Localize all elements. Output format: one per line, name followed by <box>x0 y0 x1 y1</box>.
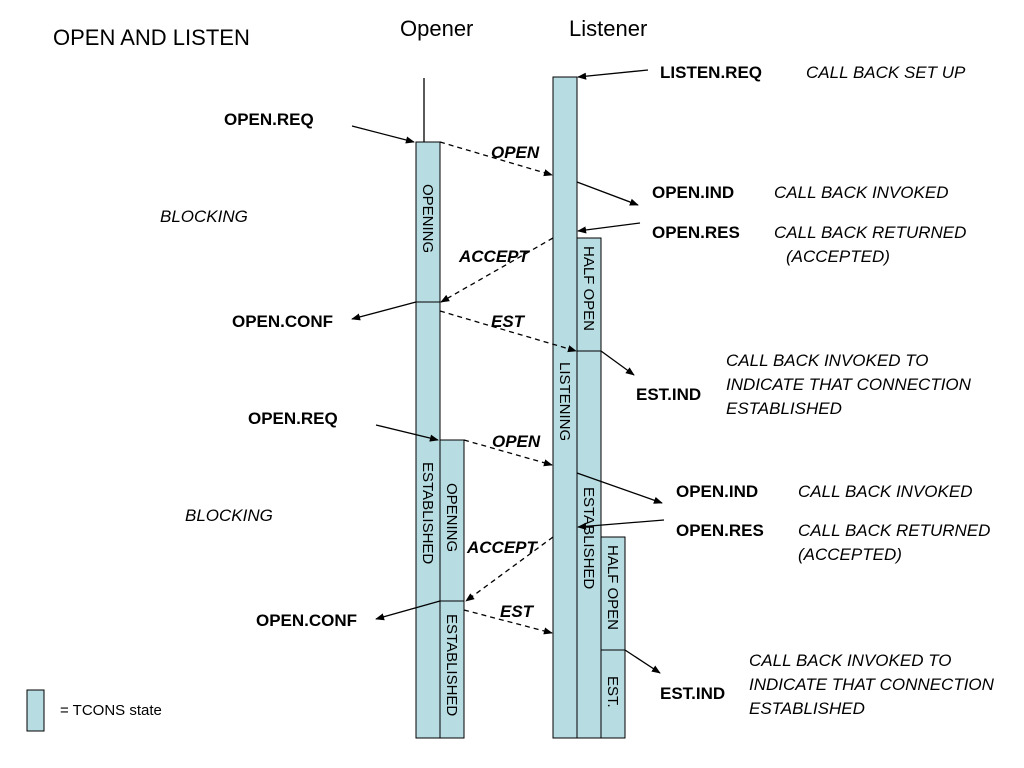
est-ind-1-label: EST.IND <box>636 385 701 404</box>
state-box-established-a <box>415 301 441 739</box>
callback-returned-2-note: CALL BACK RETURNED <box>798 521 990 540</box>
open-ind-2-label: OPEN.IND <box>676 482 758 501</box>
est-ind-1-arrow <box>600 350 635 376</box>
open-res-2-arrow <box>577 519 665 530</box>
accept-message-2-arrow <box>465 536 554 602</box>
legend-label: = TCONS state <box>60 702 162 719</box>
state-label-opening-1: OPENING <box>419 184 436 253</box>
open-message-2-arrow <box>463 439 553 467</box>
est-ind-2-label: EST.IND <box>660 684 725 703</box>
est-2-note-line-1: CALL BACK INVOKED TO <box>749 651 952 670</box>
open-message-2-label: OPEN <box>492 432 541 451</box>
open-conf-2-arrow <box>375 600 441 621</box>
open-res-2-label: OPEN.RES <box>676 521 764 540</box>
callback-invoked-2-note: CALL BACK INVOKED <box>798 482 972 501</box>
open-conf-2-label: OPEN.CONF <box>256 611 357 630</box>
state-label-established-c: ESTABLISHED <box>580 487 597 589</box>
accept-message-1-label: ACCEPT <box>458 247 531 266</box>
callback-returned-2-accepted: (ACCEPTED) <box>798 545 902 564</box>
blocking-2-note: BLOCKING <box>185 506 273 525</box>
blocking-1-note: BLOCKING <box>160 207 248 226</box>
open-conf-1-arrow <box>351 301 417 321</box>
state-label-opening-2: OPENING <box>443 483 460 552</box>
legend-swatch <box>26 689 45 732</box>
est-1-note-line-2: INDICATE THAT CONNECTION <box>726 375 972 394</box>
opener-column-heading: Opener <box>400 16 473 41</box>
listen-callback-note: CALL BACK SET UP <box>806 63 966 82</box>
open-res-1-arrow <box>577 222 641 234</box>
est-1-note-line-1: CALL BACK INVOKED TO <box>726 351 929 370</box>
page-title: OPEN AND LISTEN <box>53 25 250 50</box>
open-ind-1-label: OPEN.IND <box>652 183 734 202</box>
est-ind-2-arrow <box>624 649 661 674</box>
state-box-half-open-2 <box>600 536 626 651</box>
state-label-listening: LISTENING <box>556 362 573 441</box>
callback-returned-1-accepted: (ACCEPTED) <box>786 247 890 266</box>
est-message-1-arrow <box>439 310 577 353</box>
open-conf-1-label: OPEN.CONF <box>232 312 333 331</box>
accept-message-1-arrow <box>440 237 554 303</box>
open-res-1-label: OPEN.RES <box>652 223 740 242</box>
state-label-established-b: ESTABLISHED <box>443 614 460 716</box>
listener-column-heading: Listener <box>569 16 647 41</box>
state-label-est-short: EST. <box>604 676 621 708</box>
callback-returned-1-note: CALL BACK RETURNED <box>774 223 966 242</box>
state-label-half-open-1: HALF OPEN <box>580 246 597 331</box>
est-message-2-label: EST <box>500 602 535 621</box>
open-req-2-label: OPEN.REQ <box>248 409 338 428</box>
est-message-1-label: EST <box>491 312 526 331</box>
accept-message-2-label: ACCEPT <box>466 538 539 557</box>
open-req-2-arrow <box>375 424 439 442</box>
listen-req-arrow <box>577 69 649 80</box>
listen-req-label: LISTEN.REQ <box>660 63 762 82</box>
open-req-1-arrow <box>351 125 415 144</box>
open-message-1-label: OPEN <box>491 143 540 162</box>
open-ind-1-arrow <box>576 181 639 206</box>
state-box-est-short <box>600 649 626 739</box>
open-message-1-arrow <box>439 141 553 177</box>
open-req-1-label: OPEN.REQ <box>224 110 314 129</box>
est-1-note-line-3: ESTABLISHED <box>726 399 842 418</box>
open-ind-2-arrow <box>576 472 663 504</box>
est-2-note-line-2: INDICATE THAT CONNECTION <box>749 675 995 694</box>
est-message-2-arrow <box>463 609 553 635</box>
state-label-half-open-2: HALF OPEN <box>604 545 621 630</box>
state-box-half-open-1 <box>576 237 602 352</box>
est-2-note-line-3: ESTABLISHED <box>749 699 865 718</box>
state-box-established-b <box>439 600 465 739</box>
state-label-established-a: ESTABLISHED <box>419 462 436 564</box>
callback-invoked-1-note: CALL BACK INVOKED <box>774 183 948 202</box>
